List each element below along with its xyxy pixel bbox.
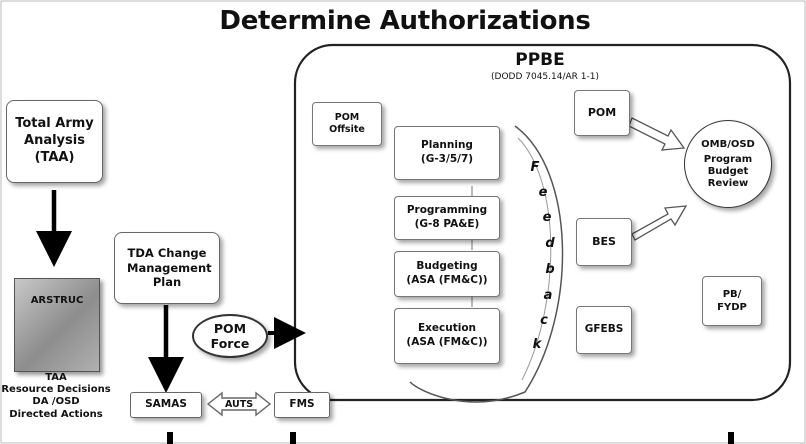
- phase-org: (G-8 PA&E): [414, 218, 480, 230]
- tda-label: TDA Change Management Plan: [127, 245, 212, 290]
- program-budget-review-label: Program Budget Review: [703, 153, 753, 189]
- arstruc-label: ARSTRUC: [30, 295, 84, 306]
- feedback-arc: [409, 125, 564, 403]
- phase-planning: Planning (G-3/5/7): [394, 126, 500, 180]
- ppbe-subtitle: (DODD 7045.14/AR 1-1): [491, 72, 599, 82]
- phase-name: Budgeting: [416, 260, 478, 273]
- feedback-letter: b: [545, 262, 555, 277]
- arstruc-caption-line: Resource Decisions: [1, 384, 111, 396]
- pb-fydp-box: PB/ FYDP: [702, 276, 762, 326]
- phase-name: Execution: [417, 322, 477, 335]
- pom-label: POM: [587, 105, 617, 119]
- phase-execution: Execution (ASA (FM&C)): [394, 308, 500, 364]
- bes-label: BES: [592, 234, 616, 248]
- samas-box: SAMAS: [130, 392, 202, 418]
- phase-name: Programming: [406, 204, 488, 217]
- pom-box: POM: [574, 90, 630, 136]
- samas-label: SAMAS: [145, 398, 187, 411]
- page-title: Determine Authorizations: [219, 6, 591, 36]
- taa-box: Total Army Analysis (TAA): [6, 100, 103, 183]
- feedback-letter: F: [530, 160, 540, 175]
- arstruc-caption: TAA Resource Decisions DA /OSD Directed …: [0, 372, 112, 421]
- phase-programming: Programming (G-8 PA&E): [394, 196, 500, 240]
- pom-offsite-label: POM Offsite: [329, 111, 365, 135]
- pom-force-label: POM Force: [210, 321, 250, 351]
- arstruc-caption-line: Directed Actions: [9, 408, 103, 420]
- feedback-letter: d: [545, 236, 555, 251]
- phase-budgeting: Budgeting (ASA (FM&C)): [394, 251, 500, 297]
- feedback-arc-inner: [517, 137, 552, 381]
- fms-label: FMS: [289, 398, 315, 411]
- auts-label: AUTS: [224, 399, 254, 410]
- phase-name: Planning: [421, 139, 473, 152]
- feedback-letter: e: [538, 185, 548, 200]
- pom-offsite-box: POM Offsite: [312, 102, 382, 146]
- feedback-letter: e: [542, 210, 552, 225]
- omb-osd-ellipse: OMB/OSD Program Budget Review: [684, 120, 772, 208]
- gfebs-box: GFEBS: [576, 306, 632, 354]
- fms-box: FMS: [274, 392, 330, 418]
- bes-box: BES: [576, 218, 632, 266]
- arstruc-caption-line: DA /OSD: [32, 396, 80, 408]
- bes-to-omb-arrow: [631, 205, 688, 241]
- pb-fydp-label: PB/ FYDP: [717, 289, 747, 313]
- arstruc-document: ARSTRUC: [14, 278, 100, 372]
- phase-org: (ASA (FM&C)): [406, 336, 488, 348]
- omb-label: OMB/OSD: [701, 138, 755, 150]
- pom-force-ellipse: POM Force: [192, 314, 268, 358]
- tda-box: TDA Change Management Plan: [114, 232, 220, 304]
- phase-org: (G-3/5/7): [420, 153, 474, 165]
- auts-double-arrow: [206, 391, 272, 417]
- arstruc-caption-line: TAA: [45, 372, 67, 383]
- pom-to-omb-arrow: [628, 117, 686, 151]
- phase-org: (ASA (FM&C)): [406, 274, 488, 286]
- feedback-letter: c: [540, 313, 548, 328]
- gfebs-label: GFEBS: [584, 323, 624, 336]
- taa-label: Total Army Analysis (TAA): [15, 116, 94, 165]
- feedback-letter: a: [543, 288, 553, 303]
- feedback-letter: k: [532, 337, 542, 352]
- ppbe-title: PPBE: [515, 50, 565, 70]
